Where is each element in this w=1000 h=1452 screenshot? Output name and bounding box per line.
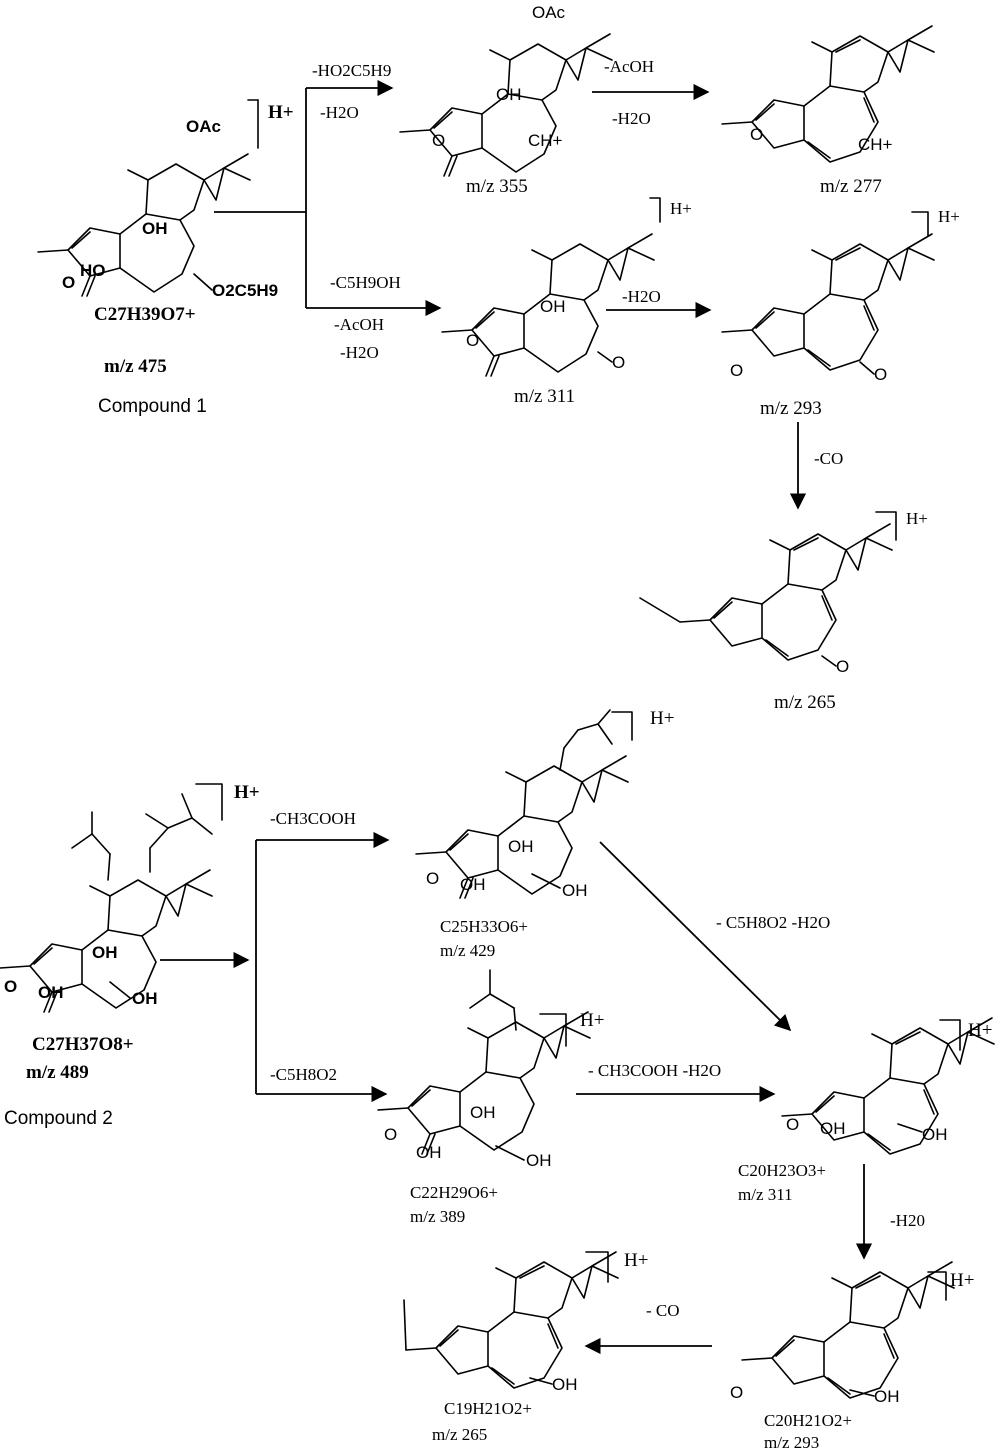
loss-label: -C5H9OH <box>330 273 401 292</box>
loss-label: - C5H8O2 -H2O <box>716 913 830 932</box>
formula-265: C19H21O2+ <box>444 1399 532 1418</box>
atom-oh: OH <box>142 219 168 238</box>
fragment-mz-389: O OH OH OH H+ <box>377 969 604 1170</box>
proton-label: H+ <box>906 509 928 528</box>
mz-265-b: m/z 265 <box>432 1425 487 1444</box>
atom-oh: OH <box>508 837 534 856</box>
atom-oh: OH <box>496 85 522 104</box>
atom-o: O <box>466 331 479 350</box>
atom-oh: OH <box>540 297 566 316</box>
proton-label: H+ <box>234 782 260 803</box>
loss-label: -AcOH <box>604 57 654 76</box>
atom-o: O <box>432 131 445 150</box>
compound-2-formula: C27H37O8+ <box>32 1034 134 1055</box>
formula-429: C25H33O6+ <box>440 917 528 936</box>
atom-oac: OAc <box>186 117 221 136</box>
proton-label: H+ <box>268 102 294 123</box>
fragment-mz-265-b: OH H+ <box>403 1250 648 1394</box>
mz-277: m/z 277 <box>820 176 882 197</box>
fragment-mz-311-a: O OH O H+ <box>441 197 692 377</box>
mz-389: m/z 389 <box>410 1207 465 1226</box>
fragment-mz-311-b: O OH OH H+ <box>781 1017 995 1155</box>
atom-oh: OH <box>562 881 588 900</box>
mz-311-a: m/z 311 <box>514 386 575 407</box>
loss-label: -C5H8O2 <box>270 1065 337 1084</box>
fragment-mz-293-a: O O H+ <box>721 207 960 384</box>
atom-o: O <box>730 361 743 380</box>
atom-o: O <box>836 657 849 676</box>
proton-label: H+ <box>580 1010 604 1031</box>
atom-ch: CH+ <box>528 131 563 150</box>
loss-label: -AcOH <box>334 315 384 334</box>
formula-293: C20H21O2+ <box>764 1411 852 1430</box>
atom-oh: OH <box>38 983 64 1002</box>
atom-oh: OH <box>526 1151 552 1170</box>
fragment-mz-429: O OH OH OH H+ <box>415 708 674 900</box>
loss-label: - CO <box>646 1301 680 1320</box>
proton-label: H+ <box>968 1020 992 1041</box>
atom-o: O <box>384 1125 397 1144</box>
atom-oh: OH <box>92 943 118 962</box>
atom-o: O <box>730 1383 743 1402</box>
mz-265-a: m/z 265 <box>774 692 836 713</box>
atom-ester: O2C5H9 <box>212 281 278 300</box>
fragment-mz-277: O CH+ <box>721 25 935 163</box>
atom-oh: OH <box>416 1143 442 1162</box>
fragment-mz-293-b: O OH H+ <box>730 1261 974 1406</box>
loss-label: -H2O <box>320 103 359 122</box>
atom-oh: OH <box>820 1119 846 1138</box>
atom-oh: OH <box>470 1103 496 1122</box>
mz-293-a: m/z 293 <box>760 398 822 419</box>
mz-293-b: m/z 293 <box>764 1433 819 1452</box>
mz-355: m/z 355 <box>466 176 528 197</box>
loss-label: -HO2C5H9 <box>312 61 391 80</box>
compound-2-mz: m/z 489 <box>26 1062 89 1083</box>
compound-2-name: Compound 2 <box>4 1108 113 1129</box>
compound-1-mz: m/z 475 <box>104 356 167 377</box>
atom-oac: OAc <box>532 3 566 22</box>
atom-o: O <box>4 977 17 996</box>
atom-oh: OH <box>874 1387 900 1406</box>
mz-429: m/z 429 <box>440 941 495 960</box>
atom-oh: OH <box>460 875 486 894</box>
loss-label: - CH3COOH -H2O <box>588 1061 721 1080</box>
atom-ch: CH+ <box>858 135 893 154</box>
loss-label: -H2O <box>622 287 661 306</box>
atom-oh: OH <box>552 1375 578 1394</box>
loss-label: -H2O <box>612 109 651 128</box>
atom-o: O <box>426 869 439 888</box>
loss-label: -CO <box>814 449 843 468</box>
loss-label: -CH3COOH <box>270 809 356 828</box>
atom-o: O <box>612 353 625 372</box>
compound-1-name: Compound 1 <box>98 396 207 417</box>
formula-311: C20H23O3+ <box>738 1161 826 1180</box>
compound-2-structure: O OH OH OH H+ <box>0 782 260 1013</box>
proton-label: H+ <box>670 199 692 218</box>
atom-oh: OH <box>922 1125 948 1144</box>
atom-o: O <box>874 365 887 384</box>
loss-label: -H2O <box>340 343 379 362</box>
proton-label: H+ <box>950 1270 974 1291</box>
formula-389: C22H29O6+ <box>410 1183 498 1202</box>
fragment-mz-265-a: O H+ <box>639 509 928 676</box>
compound-1-formula: C27H39O7+ <box>94 304 196 325</box>
atom-o: O <box>750 125 763 144</box>
atom-o: O <box>62 273 75 292</box>
loss-label: -H20 <box>890 1211 925 1230</box>
atom-ho: HO <box>80 261 106 280</box>
fragment-mz-355: O OH OAc CH+ <box>399 3 613 177</box>
proton-label: H+ <box>624 1250 648 1271</box>
compound-1-structure: O HO OH OAc O2C5H9 H+ <box>37 99 294 300</box>
proton-label: H+ <box>938 207 960 226</box>
proton-label: H+ <box>650 708 674 729</box>
atom-oh: OH <box>132 989 158 1008</box>
mz-311-b: m/z 311 <box>738 1185 793 1204</box>
atom-o: O <box>786 1115 799 1134</box>
